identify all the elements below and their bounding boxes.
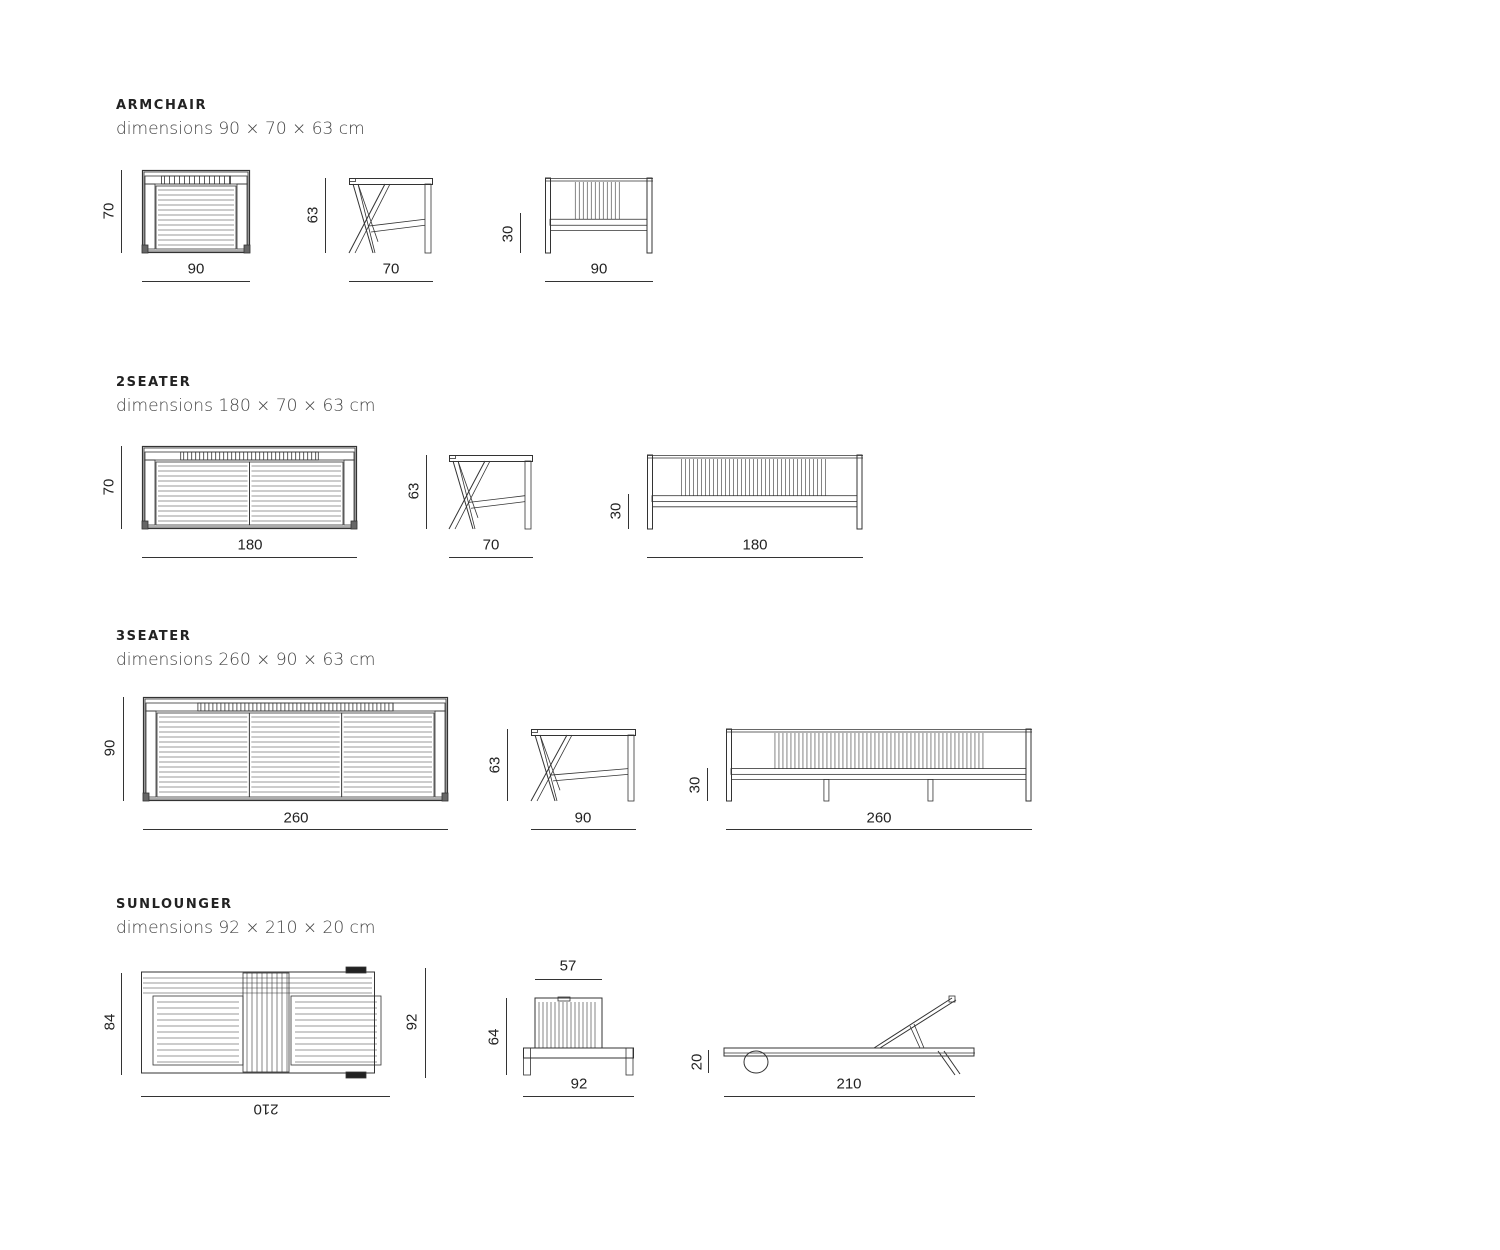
dimension-label: 260 bbox=[866, 809, 892, 827]
dimension-line bbox=[121, 973, 122, 1075]
dimension-label: 210 bbox=[836, 1075, 862, 1093]
dimension-line bbox=[628, 494, 629, 529]
dimension-label: 63 bbox=[486, 756, 504, 774]
3seater-title: 3SEATER bbox=[116, 629, 192, 644]
line-drawing bbox=[545, 177, 653, 254]
dimension-label: 180 bbox=[742, 536, 768, 554]
dimension-line bbox=[531, 829, 636, 830]
sunlounger-dimensions: dimensions 92 × 210 × 20 cm bbox=[116, 918, 376, 938]
dimension-label: 70 bbox=[482, 536, 500, 554]
dimension-line bbox=[121, 446, 122, 529]
dimension-label: 70 bbox=[100, 202, 118, 220]
line-drawing bbox=[141, 966, 382, 1079]
armchair-front-view bbox=[545, 177, 653, 254]
dimension-line bbox=[425, 968, 426, 1078]
dimension-line bbox=[506, 998, 507, 1075]
dimension-line bbox=[707, 768, 708, 801]
dimension-label: 30 bbox=[686, 776, 704, 794]
dimension-label: 180 bbox=[237, 536, 263, 554]
3seater-dimensions: dimensions 260 × 90 × 63 cm bbox=[116, 650, 376, 670]
dimension-line bbox=[647, 557, 863, 558]
dimension-label: 90 bbox=[590, 260, 608, 278]
2seater-front-view bbox=[647, 454, 863, 530]
dimension-label: 30 bbox=[499, 225, 517, 243]
armchair-title: ARMCHAIR bbox=[116, 98, 208, 113]
3seater-side-view bbox=[530, 729, 636, 802]
dimension-line bbox=[325, 178, 326, 253]
dimension-line bbox=[535, 979, 602, 980]
dimension-label: 20 bbox=[688, 1053, 706, 1071]
line-drawing bbox=[530, 729, 636, 802]
dimension-label: 57 bbox=[559, 957, 577, 975]
2seater-dimensions: dimensions 180 × 70 × 63 cm bbox=[116, 396, 376, 416]
dimension-line bbox=[507, 729, 508, 801]
2seater-side-view bbox=[448, 455, 533, 530]
armchair-top-view bbox=[141, 169, 251, 254]
dimension-label: 70 bbox=[100, 478, 118, 496]
dimension-line bbox=[143, 829, 448, 830]
dimension-label: 63 bbox=[304, 206, 322, 224]
sunlounger-top-view bbox=[141, 966, 390, 1079]
dimension-line bbox=[142, 281, 250, 282]
dimension-line bbox=[349, 281, 433, 282]
dimension-label: 64 bbox=[485, 1028, 503, 1046]
dimension-label: 92 bbox=[403, 1013, 421, 1031]
line-drawing bbox=[723, 995, 975, 1076]
sunlounger-side-view bbox=[723, 995, 975, 1076]
line-drawing bbox=[726, 728, 1032, 802]
line-drawing bbox=[523, 996, 634, 1076]
dimension-line bbox=[123, 697, 124, 801]
sunlounger-back-view bbox=[523, 996, 634, 1076]
dimension-label: 90 bbox=[101, 739, 119, 757]
armchair-dimensions: dimensions 90 × 70 × 63 cm bbox=[116, 119, 365, 139]
dimension-line bbox=[708, 1050, 709, 1073]
dimension-label: 63 bbox=[405, 482, 423, 500]
3seater-front-view bbox=[726, 728, 1032, 802]
dimension-line bbox=[523, 1096, 634, 1097]
line-drawing bbox=[141, 445, 358, 530]
dimension-label: 70 bbox=[382, 260, 400, 278]
line-drawing bbox=[348, 178, 433, 254]
dimension-line bbox=[520, 213, 521, 253]
dimension-label: 210 bbox=[253, 1100, 279, 1118]
dimension-line bbox=[726, 829, 1032, 830]
line-drawing bbox=[142, 696, 449, 802]
line-drawing bbox=[647, 454, 863, 530]
dimension-label: 84 bbox=[101, 1013, 119, 1031]
sunlounger-title: SUNLOUNGER bbox=[116, 897, 233, 912]
dimension-line bbox=[121, 170, 122, 253]
2seater-title: 2SEATER bbox=[116, 375, 192, 390]
dimension-label: 260 bbox=[283, 809, 309, 827]
dimension-line bbox=[449, 557, 533, 558]
dimension-label: 92 bbox=[570, 1075, 588, 1093]
dimension-line bbox=[426, 455, 427, 529]
dimension-line bbox=[141, 1096, 390, 1097]
armchair-side-view bbox=[348, 178, 433, 254]
2seater-top-view bbox=[141, 445, 358, 530]
dimension-label: 30 bbox=[607, 502, 625, 520]
line-drawing bbox=[448, 455, 533, 530]
dimension-line bbox=[545, 281, 653, 282]
dimension-label: 90 bbox=[187, 260, 205, 278]
dimension-label: 90 bbox=[574, 809, 592, 827]
3seater-top-view bbox=[142, 696, 449, 802]
dimension-line bbox=[724, 1096, 975, 1097]
dimension-line bbox=[142, 557, 357, 558]
line-drawing bbox=[141, 169, 251, 254]
